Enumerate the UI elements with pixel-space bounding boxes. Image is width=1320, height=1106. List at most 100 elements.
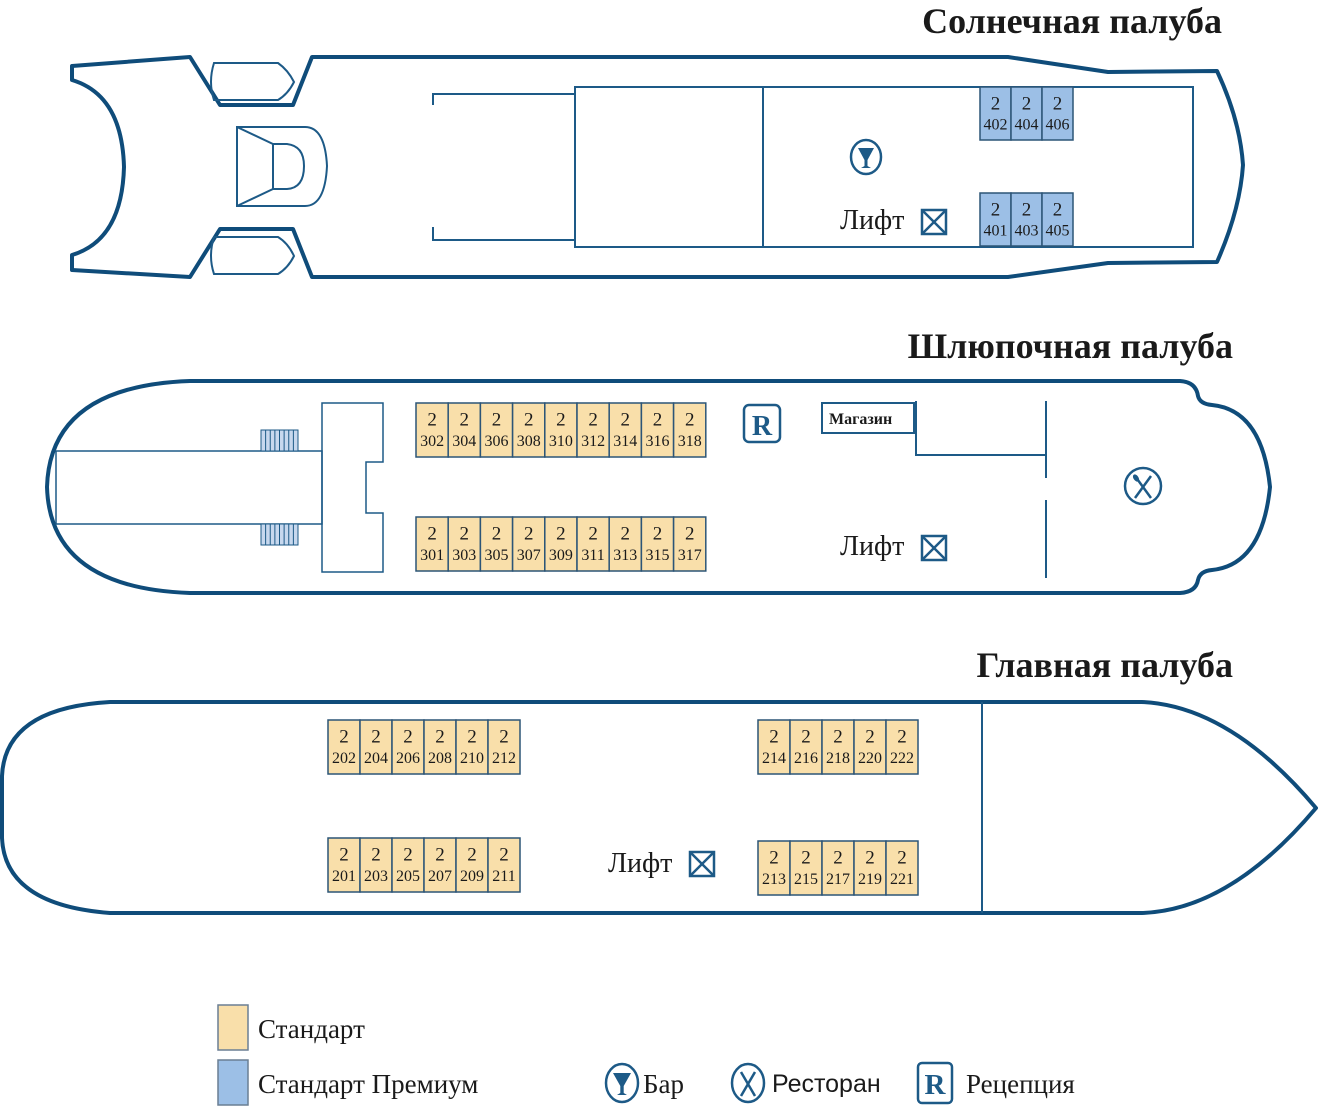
cabin-box[interactable] (608, 402, 643, 458)
cabin-box[interactable] (423, 719, 457, 775)
cabin-box[interactable] (821, 840, 855, 896)
cabin-box[interactable] (608, 516, 643, 572)
cabin-box[interactable] (640, 402, 675, 458)
cabin-number: 210 (460, 750, 484, 767)
cabin-capacity: 2 (1022, 93, 1032, 114)
cabin-box[interactable] (885, 840, 919, 896)
cabin-box[interactable] (455, 719, 489, 775)
cabin-box[interactable] (447, 402, 482, 458)
cabin-box[interactable] (1041, 192, 1074, 247)
cabin-box[interactable] (327, 837, 361, 893)
cabin-box[interactable] (447, 516, 482, 572)
cabin-box[interactable] (1041, 86, 1074, 141)
cabin-box[interactable] (1010, 192, 1043, 247)
cabin-box[interactable] (359, 719, 393, 775)
legend-premium-label: Стандарт Премиум (258, 1069, 478, 1099)
cabin-number: 316 (646, 433, 670, 450)
cabin-box[interactable] (327, 719, 361, 775)
cabin-box[interactable] (672, 402, 707, 458)
reception-icon: R (742, 403, 782, 444)
cabin-box[interactable] (640, 516, 675, 572)
cabin-box[interactable] (455, 837, 489, 893)
cabin-number: 403 (1015, 222, 1039, 239)
cabin-box[interactable] (672, 516, 707, 572)
cabin-box[interactable] (544, 402, 578, 458)
cabin-box[interactable] (415, 402, 449, 458)
sun-superstructure (574, 86, 1194, 248)
cabin-box[interactable] (487, 837, 521, 893)
cabin-capacity: 2 (991, 93, 1001, 114)
cabin-box[interactable] (885, 719, 919, 775)
cabin-box[interactable] (757, 840, 791, 896)
lift-icon (920, 534, 948, 562)
cabin-box[interactable] (789, 840, 823, 896)
cabin-box[interactable] (853, 840, 887, 896)
cabin-box[interactable] (789, 719, 823, 775)
cabin-capacity: 2 (339, 845, 349, 866)
cabin-number: 318 (678, 433, 702, 450)
cabin-box[interactable] (487, 719, 521, 775)
restaurant-icon (730, 1062, 766, 1104)
shop-label: Магазин (829, 411, 892, 428)
cabin-box[interactable] (576, 402, 610, 458)
cabin-capacity: 2 (685, 524, 695, 545)
bar-icon (849, 138, 883, 176)
cabin-box[interactable] (479, 516, 514, 572)
cabin-box[interactable] (576, 516, 610, 572)
pool-area (55, 450, 323, 525)
legend-premium-swatch (217, 1059, 249, 1106)
cabin-box[interactable] (423, 837, 457, 893)
cabin-number: 211 (492, 868, 515, 885)
cabin-box[interactable] (1010, 86, 1043, 141)
cabin-box[interactable] (979, 192, 1012, 247)
cabin-number: 402 (984, 116, 1008, 133)
cabin-number: 207 (428, 868, 452, 885)
